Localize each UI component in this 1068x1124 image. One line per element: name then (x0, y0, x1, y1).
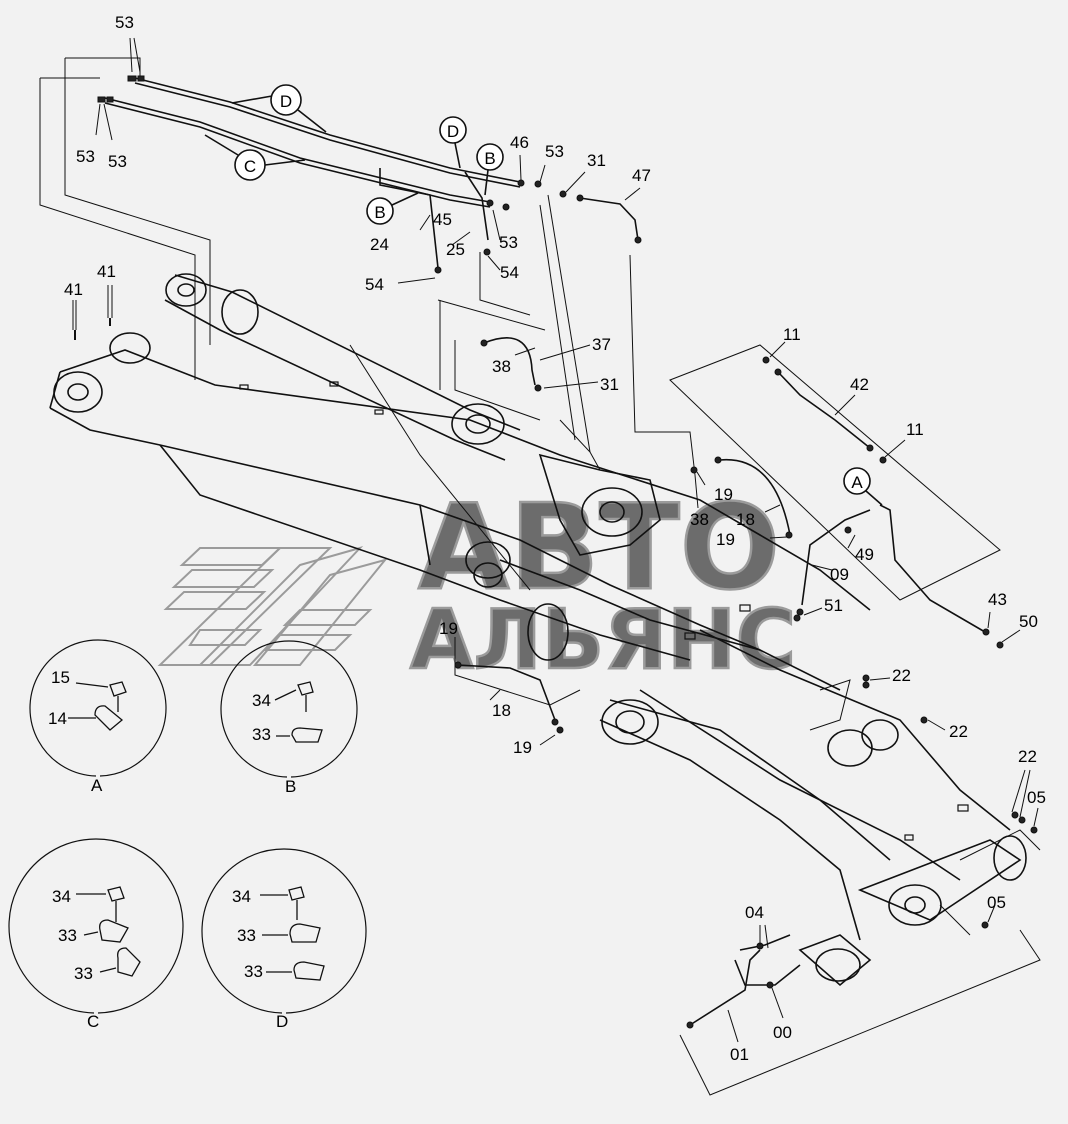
svg-text:D: D (280, 92, 292, 111)
label-11: 11 (783, 325, 801, 344)
detail-b-part-34: 34 (252, 691, 271, 710)
label-22: 22 (949, 722, 968, 741)
detail-c-part-34: 34 (52, 887, 71, 906)
callout-bubbles: D C D B B A (204, 84, 883, 506)
leader-lines (72, 37, 1039, 1043)
detail-d-part-33: 33 (244, 962, 263, 981)
label-24: 24 (370, 235, 389, 254)
label-19: 19 (513, 738, 532, 757)
detail-b-letter: B (285, 777, 296, 796)
fittings (74, 75, 1038, 1029)
watermark: АВТО АЛЬЯНС (157, 477, 797, 689)
callout-b-mid: B (476, 143, 504, 196)
detail-d-part-33: 33 (237, 926, 256, 945)
detail-d-part-34: 34 (232, 887, 251, 906)
label-01: 01 (730, 1045, 749, 1064)
reference-lines (39, 57, 1041, 1096)
label-19: 19 (714, 485, 733, 504)
label-19: 19 (716, 530, 735, 549)
svg-text:B: B (484, 149, 495, 168)
detail-view-b: 34 33 B (220, 640, 358, 796)
label-05: 05 (1027, 788, 1046, 807)
hydraulic-lines (104, 77, 986, 1026)
label-00: 00 (773, 1023, 792, 1042)
label-53: 53 (115, 13, 134, 32)
label-54: 54 (500, 263, 519, 282)
watermark-emblem (157, 546, 388, 666)
label-37: 37 (592, 335, 611, 354)
watermark-line1: АВТО (418, 478, 780, 616)
detail-view-c: 34 33 33 C (8, 838, 184, 1031)
label-09: 09 (830, 565, 849, 584)
label-22: 22 (1018, 747, 1037, 766)
label-25: 25 (446, 240, 465, 259)
label-04: 04 (745, 903, 764, 922)
callout-c-top: C (204, 134, 306, 181)
label-19: 19 (439, 619, 458, 638)
label-18: 18 (736, 510, 755, 529)
callout-b-left: B (366, 192, 419, 225)
detail-d-letter: D (276, 1012, 288, 1031)
label-53: 53 (545, 142, 564, 161)
label-51: 51 (824, 596, 843, 615)
label-53: 53 (108, 152, 127, 171)
label-53: 53 (499, 233, 518, 252)
label-43: 43 (988, 590, 1007, 609)
detail-c-letter: C (87, 1012, 99, 1031)
label-41: 41 (64, 280, 83, 299)
callout-d-top: D (231, 84, 327, 133)
callout-d-mid: D (439, 116, 467, 169)
svg-text:D: D (447, 122, 459, 141)
detail-a-part-14: 14 (48, 709, 67, 728)
label-38: 38 (492, 357, 511, 376)
watermark-line2: АЛЬЯНС (410, 593, 796, 688)
detail-b-part-33: 33 (252, 725, 271, 744)
label-18: 18 (492, 701, 511, 720)
label-38: 38 (690, 510, 709, 529)
part-labels: 53 53 53 46 53 31 47 45 24 25 53 54 54 4… (64, 13, 1046, 1064)
label-41: 41 (97, 262, 116, 281)
label-22: 22 (892, 666, 911, 685)
svg-text:A: A (851, 473, 863, 492)
detail-c-part-33: 33 (58, 926, 77, 945)
label-47: 47 (632, 166, 651, 185)
label-50: 50 (1019, 612, 1038, 631)
svg-text:B: B (374, 203, 385, 222)
label-53: 53 (76, 147, 95, 166)
label-49: 49 (855, 545, 874, 564)
callout-a-right: A (843, 467, 883, 506)
label-31: 31 (587, 151, 606, 170)
detail-view-d: 34 33 33 D (201, 848, 367, 1031)
detail-a-part-15: 15 (51, 668, 70, 687)
detail-a-letter: A (91, 776, 103, 795)
detail-view-a: 15 14 A (29, 639, 167, 795)
label-45: 45 (433, 210, 452, 229)
detail-c-part-33: 33 (74, 964, 93, 983)
label-42: 42 (850, 375, 869, 394)
label-46: 46 (510, 133, 529, 152)
label-54: 54 (365, 275, 384, 294)
svg-text:C: C (244, 157, 256, 176)
label-05: 05 (987, 893, 1006, 912)
label-11: 11 (906, 420, 924, 439)
boom-assembly (49, 273, 1027, 987)
label-31: 31 (600, 375, 619, 394)
